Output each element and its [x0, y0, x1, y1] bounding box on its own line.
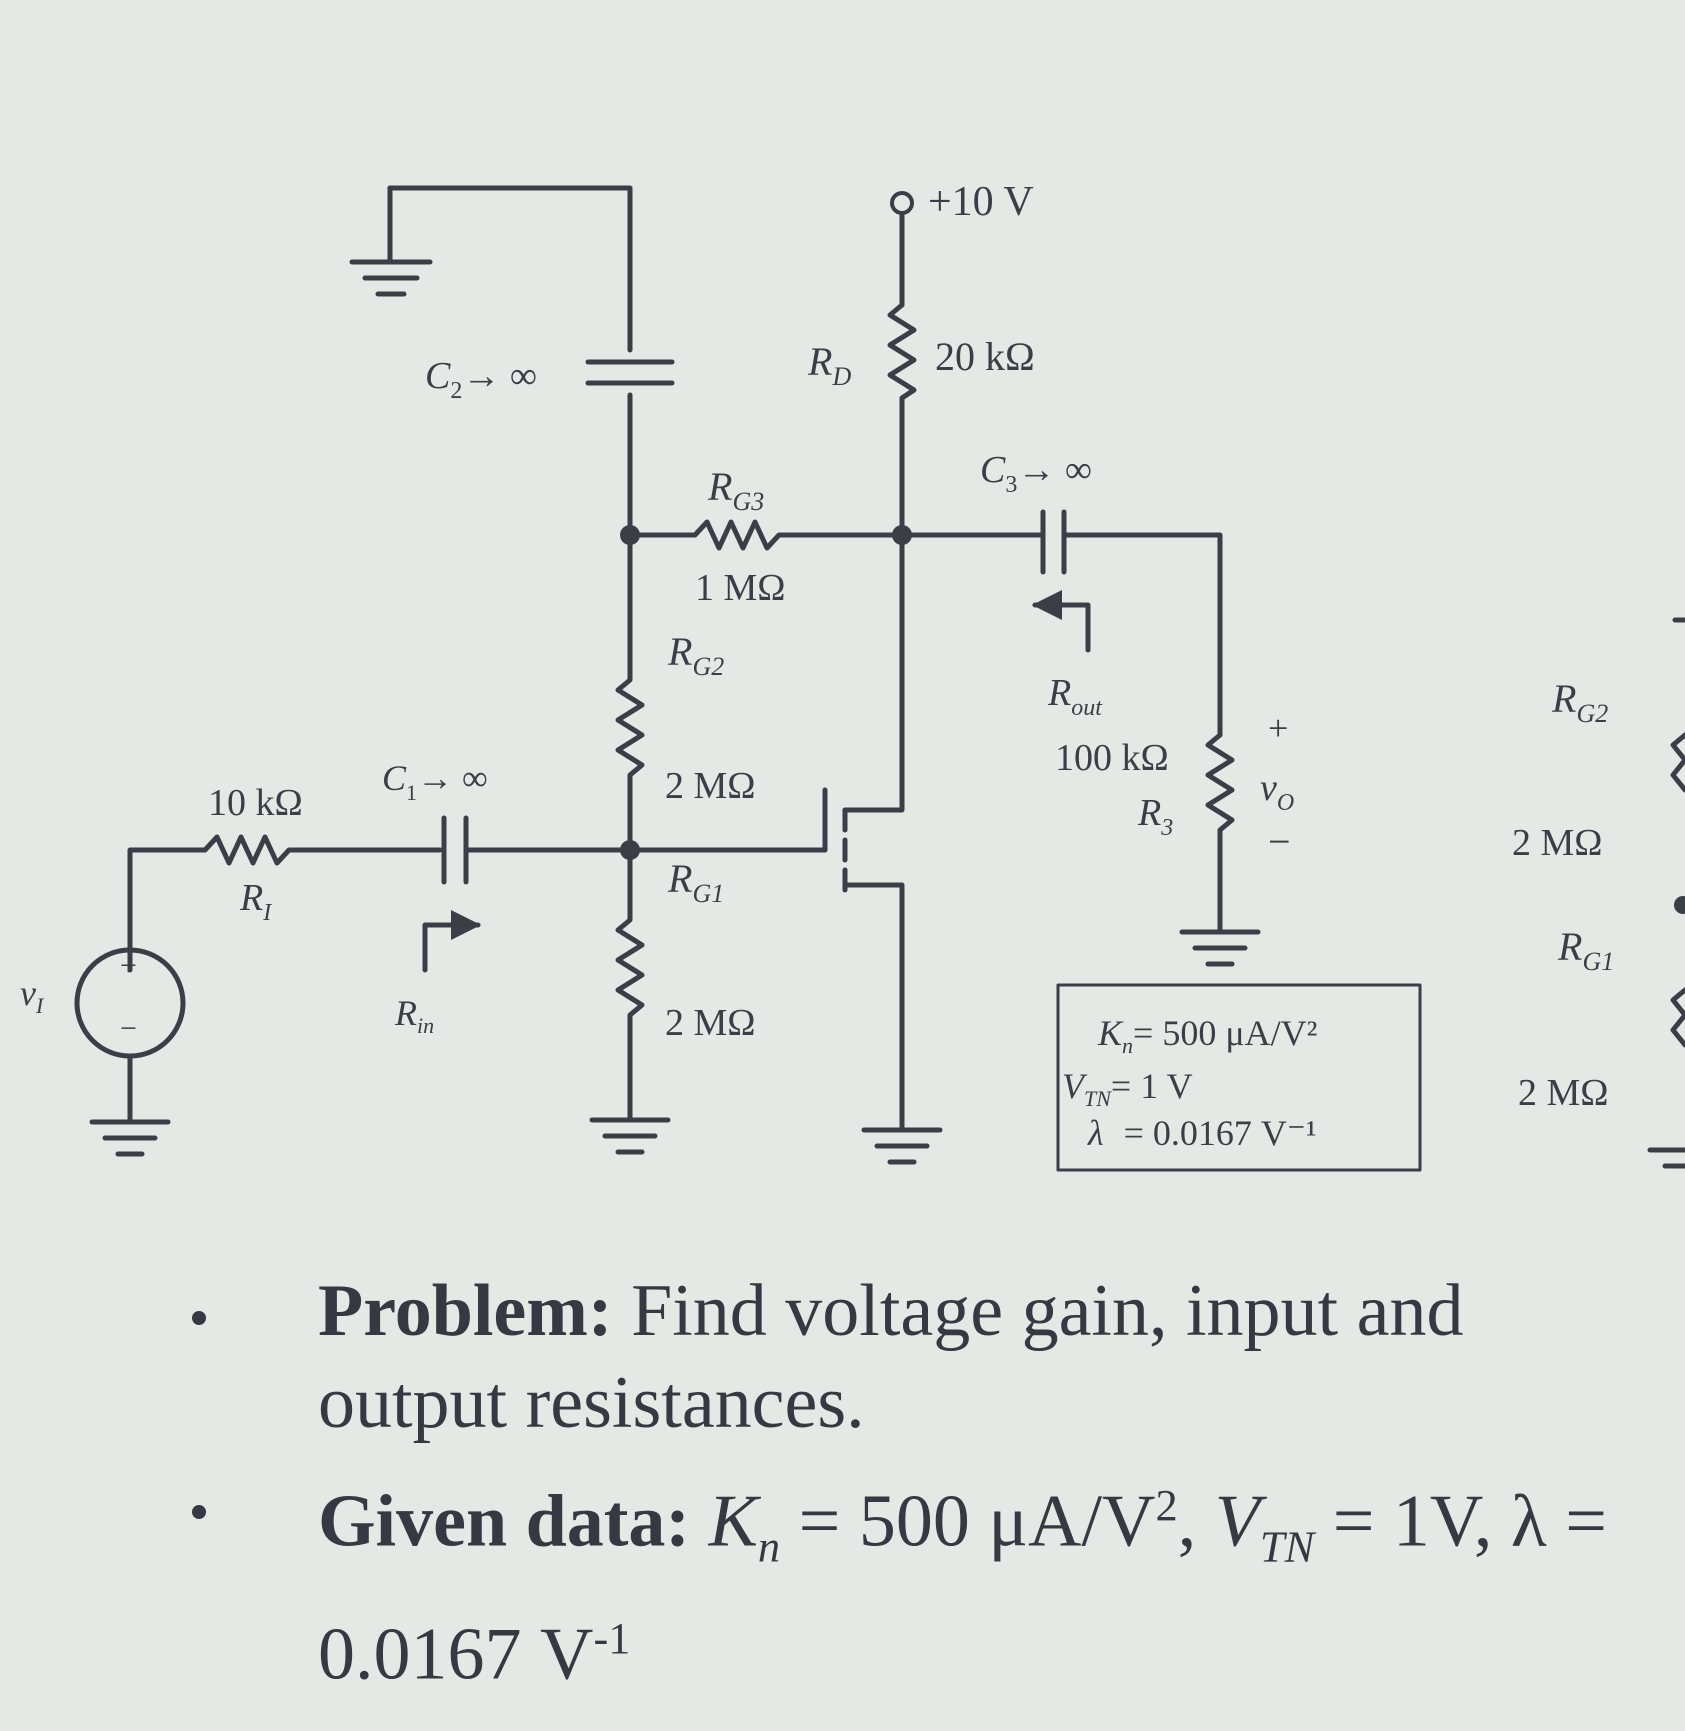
rout-label: Rout — [1047, 672, 1103, 721]
supply-terminal — [890, 191, 914, 215]
ground-top — [349, 259, 433, 297]
ri-label: RI — [239, 877, 272, 926]
rg1-resistor — [615, 847, 645, 1123]
vo-plus: + — [1268, 708, 1288, 748]
ground-rg1 — [589, 1117, 671, 1155]
supply-label: +10 V — [928, 179, 1034, 225]
given-kn-sup: 2 — [1155, 1480, 1178, 1530]
rg2-label: RG2 — [667, 629, 724, 681]
param-box — [1056, 983, 1422, 1172]
bullet-problem: Problem: Find voltage gain, input and ou… — [180, 1265, 1640, 1449]
rg3-label: RG3 — [707, 464, 764, 516]
wire-c2-ground — [387, 185, 633, 353]
source-minus: − — [120, 1012, 137, 1045]
given-vtn-sub: TN — [1259, 1521, 1315, 1572]
ri-resistor — [127, 834, 443, 973]
rout-arrow — [1032, 590, 1091, 653]
bullet-given: Given data: Kn = 500 μA/V2, VTN = 1V, λ … — [180, 1459, 1640, 1701]
vo-minus: − — [1268, 819, 1291, 864]
r3-label: R3 — [1137, 792, 1173, 841]
c1-label: C1→ ∞ — [382, 758, 488, 805]
problem-bullets: Problem: Find voltage gain, input and ou… — [180, 1265, 1640, 1711]
vo-label: vO — [1260, 767, 1294, 816]
wire-c3-r3 — [1063, 532, 1223, 738]
node-rg3-left — [620, 525, 640, 545]
side-rg1-value: 2 MΩ — [1518, 1072, 1609, 1114]
given-vtn-sup: -1 — [593, 1613, 631, 1664]
bullet-dot — [192, 1505, 206, 1519]
given-sep: , — [1177, 1480, 1215, 1563]
bullet-dot — [192, 1311, 206, 1325]
rg3-value: 1 MΩ — [695, 567, 786, 609]
ri-value: 10 kΩ — [208, 782, 303, 824]
rin-arrow — [422, 910, 481, 973]
vi-label: vI — [20, 973, 45, 1018]
side-rg2-label: RG2 — [1551, 676, 1608, 728]
side-rg2-value: 2 MΩ — [1512, 822, 1603, 864]
rg3-resistor — [627, 519, 905, 551]
rd-value: 20 kΩ — [935, 334, 1035, 379]
rg1-label: RG1 — [667, 856, 724, 908]
problem-head: Problem: — [318, 1270, 613, 1352]
side-fragment-rg2 — [1670, 732, 1685, 793]
wire-drain-mos — [842, 532, 905, 828]
rin-label: Rin — [394, 993, 434, 1038]
rg2-resistor — [615, 532, 645, 853]
c3-label: C3→ ∞ — [980, 449, 1092, 498]
problem-text: Find voltage gain, input and output resi… — [318, 1270, 1464, 1444]
node-drain — [892, 525, 912, 545]
side-rg1-label: RG1 — [1557, 924, 1614, 976]
param-lambda: λ= 0.0167 V⁻¹ — [1087, 1113, 1317, 1153]
ground-source — [861, 1127, 943, 1165]
ground-r3 — [1179, 929, 1261, 967]
given-vtn: V — [1214, 1480, 1260, 1563]
rd-resistor — [887, 302, 917, 538]
rd-label: RD — [807, 339, 851, 391]
given-kn: K — [708, 1480, 758, 1563]
param-kn: Kn= 500 μA/V² — [1097, 1013, 1317, 1058]
c2-label: C2→ ∞ — [425, 355, 537, 404]
param-vtn: VTN= 1 V — [1062, 1066, 1193, 1111]
ground-vi — [89, 1119, 171, 1157]
mos-source-wire — [842, 882, 905, 1133]
side-fragment-rg1 — [1670, 987, 1685, 1048]
given-head: Given data: — [318, 1480, 691, 1563]
given-kn-value: = 500 μA/V — [780, 1480, 1156, 1563]
rg1-value: 2 MΩ — [665, 1002, 756, 1044]
source-plus: + — [120, 949, 137, 982]
rg2-value: 2 MΩ — [665, 765, 756, 807]
r3-resistor — [1205, 732, 1235, 933]
side-fragment-node — [1674, 896, 1685, 914]
given-kn-sub: n — [757, 1521, 781, 1572]
r3-value: 100 kΩ — [1055, 737, 1169, 779]
node-gate — [620, 840, 640, 860]
given-vtn-value: = 1V, λ = 0.0167 V — [318, 1480, 1607, 1697]
